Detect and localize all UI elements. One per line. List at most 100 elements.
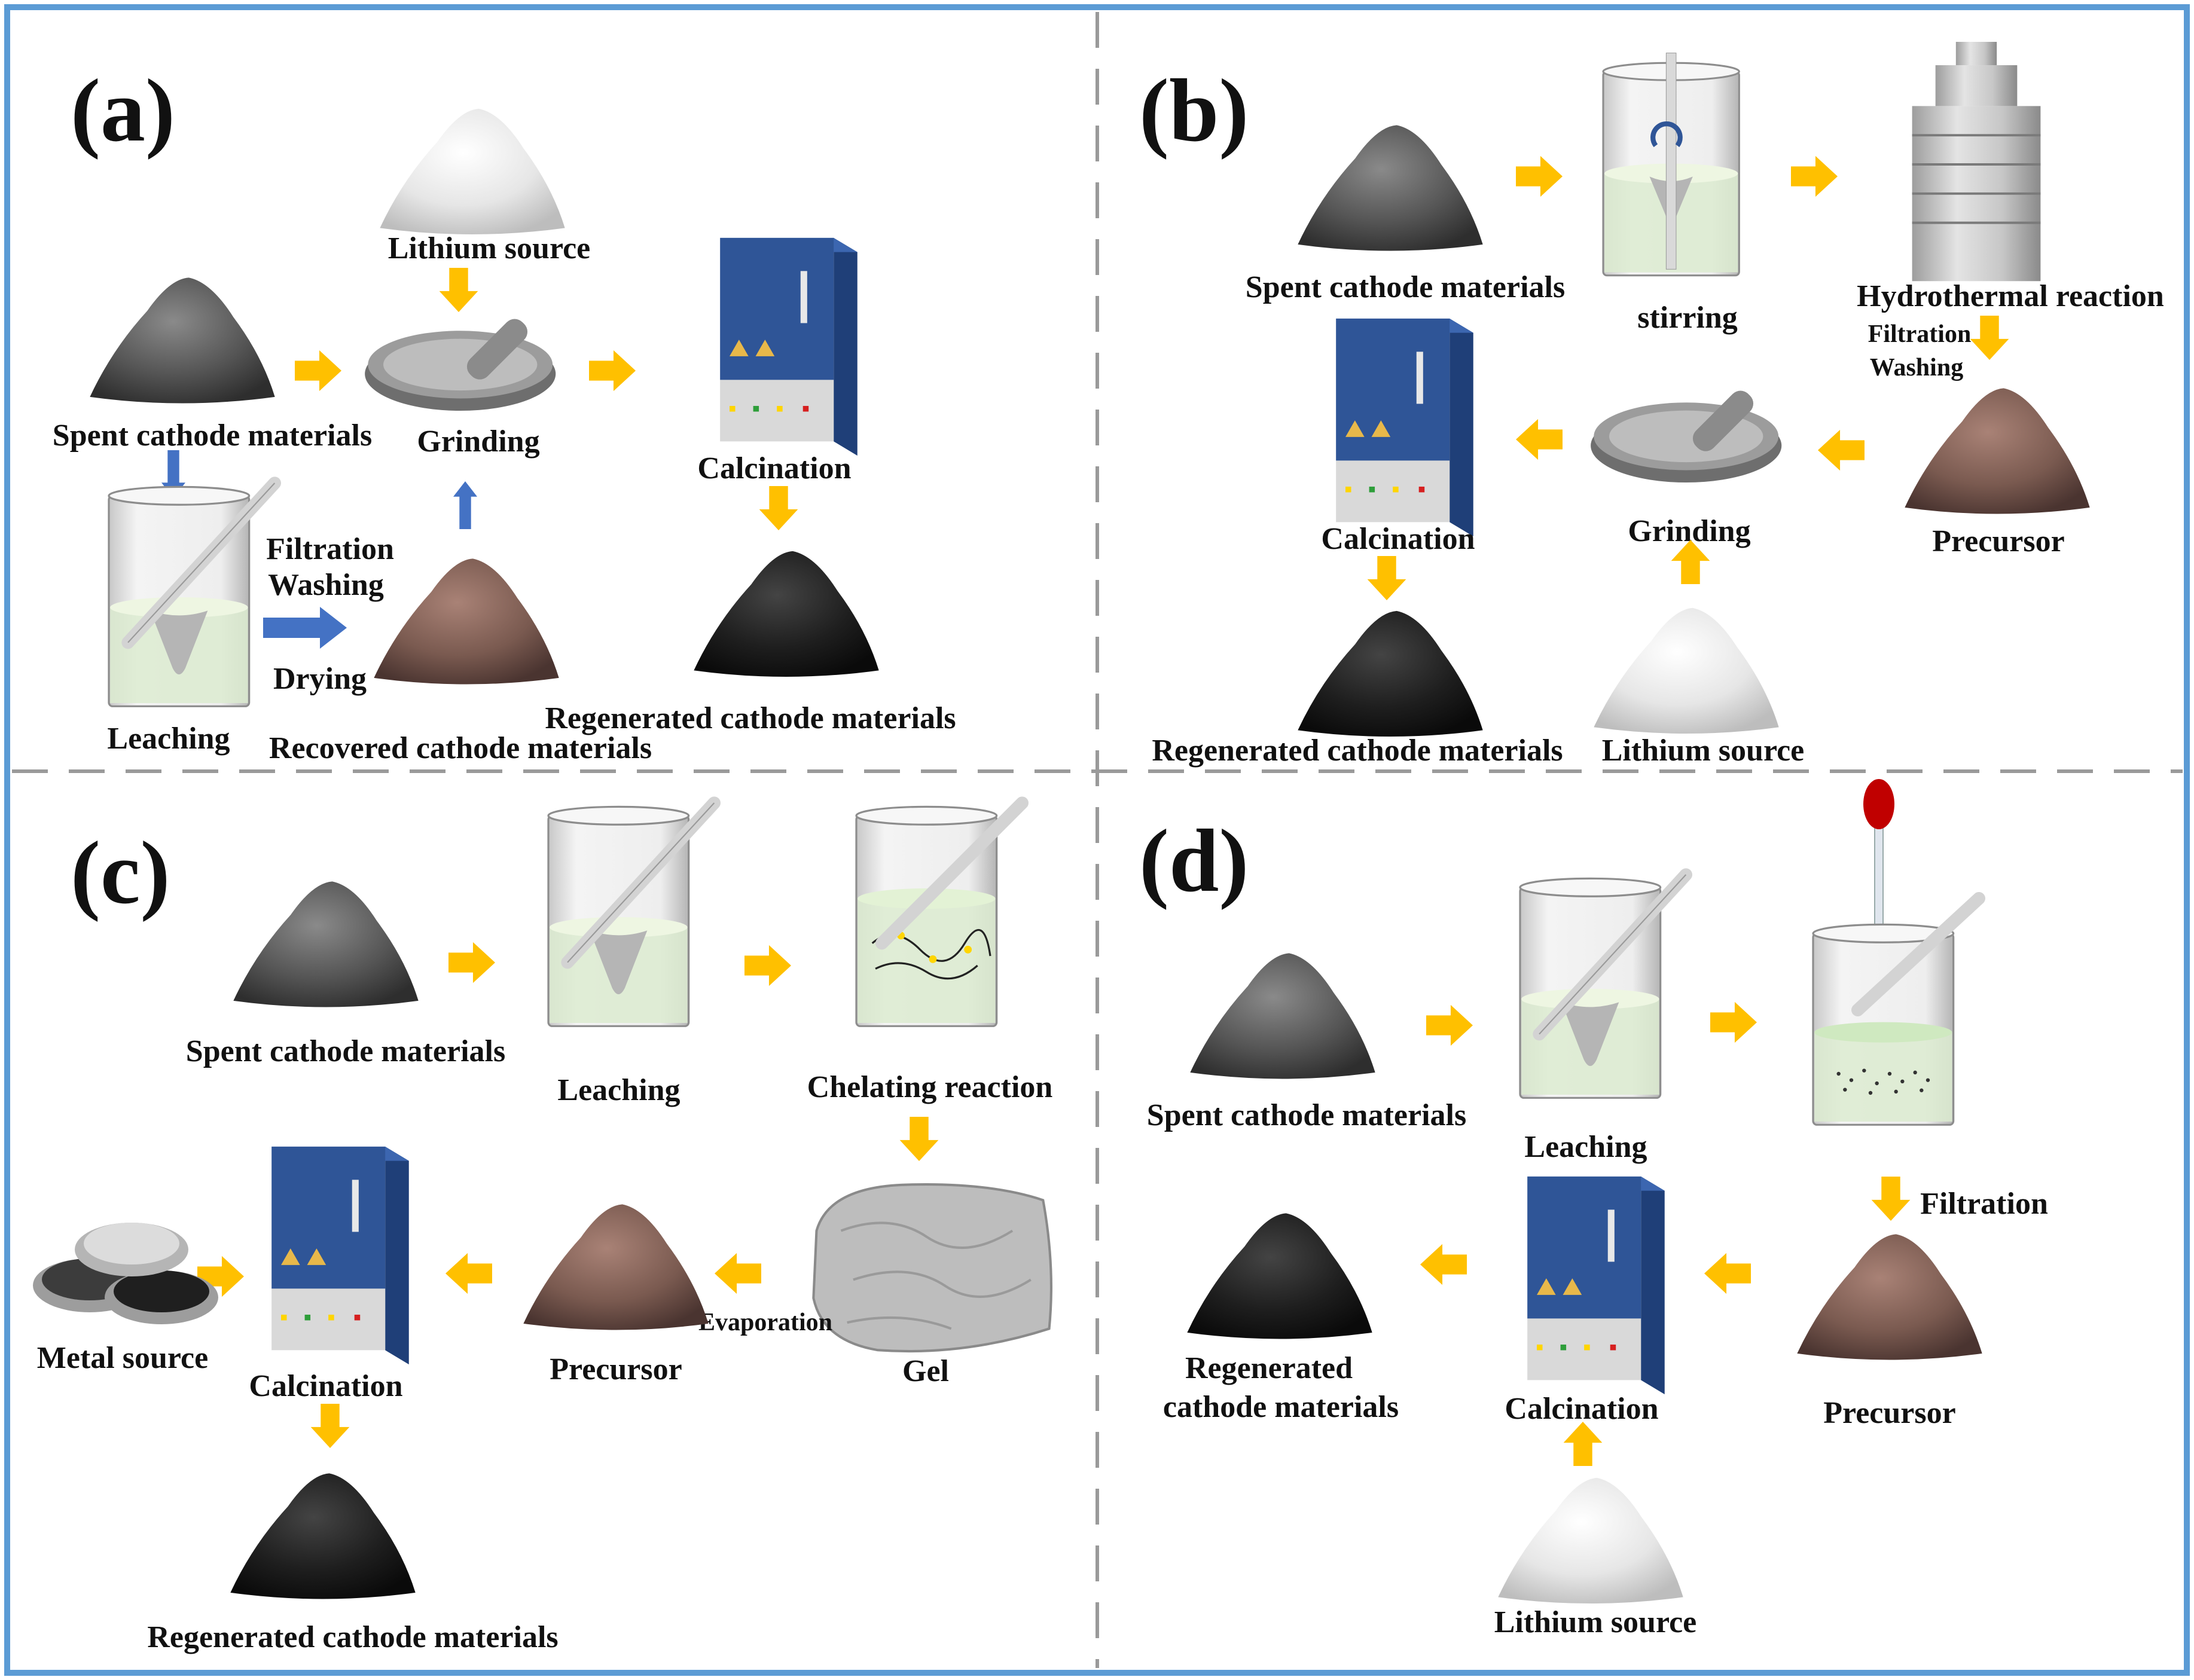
regenerated-label-line2: cathode materials bbox=[1163, 1390, 1399, 1424]
hydrothermal-reactor bbox=[1912, 42, 2041, 281]
metal-source-label: Metal source bbox=[37, 1341, 208, 1375]
precursor-pile bbox=[523, 1204, 709, 1330]
arrow-precursor-to-calcination bbox=[445, 1253, 492, 1294]
precursor-pile bbox=[1905, 388, 2090, 514]
precursor-label: Precursor bbox=[1823, 1396, 1955, 1430]
regenerated-label-line1: Regenerated bbox=[1185, 1351, 1353, 1385]
calcination-furnace bbox=[271, 1146, 409, 1365]
hydrothermal-label: Hydrothermal reaction bbox=[1857, 279, 2164, 313]
panel-b-letter: (b) bbox=[1139, 61, 1249, 160]
leaching-label: Leaching bbox=[1524, 1130, 1647, 1164]
spent-cathode-pile bbox=[1298, 125, 1483, 251]
calcination-furnace bbox=[1527, 1176, 1665, 1395]
recovered-cathode-label: Recovered cathode materials bbox=[269, 731, 652, 765]
precursor-label: Precursor bbox=[550, 1352, 682, 1386]
arrow-grinding-to-calcination bbox=[589, 350, 636, 392]
regenerated-cathode-pile bbox=[1298, 610, 1483, 737]
arrow-lithium-to-calcination bbox=[1563, 1422, 1603, 1466]
chelating-label: Chelating reaction bbox=[807, 1070, 1053, 1104]
arrow-beaker-to-precursor bbox=[1871, 1177, 1911, 1221]
stirring-label: stirring bbox=[1637, 301, 1738, 335]
gel-label: Gel bbox=[902, 1354, 949, 1388]
arrow-precursor-to-grinding bbox=[1818, 429, 1865, 471]
arrow-recovered-to-grinding bbox=[453, 481, 477, 529]
filtration-label: Filtration bbox=[266, 532, 394, 566]
spent-cathode-label: Spent cathode materials bbox=[186, 1034, 505, 1068]
arrow-stirring-to-reactor bbox=[1791, 155, 1838, 197]
filtration-label: Filtration bbox=[1868, 320, 1972, 348]
lithium-source-label: Lithium source bbox=[1602, 734, 1805, 768]
spent-cathode-pile bbox=[233, 881, 419, 1007]
arrow-lithium-to-grinding bbox=[439, 268, 478, 312]
arrow-reactor-to-precursor bbox=[1970, 316, 2009, 360]
spent-cathode-pile bbox=[1190, 953, 1375, 1079]
filtration-beaker bbox=[1813, 899, 1979, 1125]
arrow-leaching-to-chelating bbox=[744, 945, 791, 986]
spent-cathode-label: Spent cathode materials bbox=[1147, 1098, 1466, 1132]
calcination-label: Calcination bbox=[249, 1369, 402, 1403]
leaching-beaker bbox=[548, 803, 714, 1026]
filtration-label: Filtration bbox=[1920, 1187, 2048, 1221]
calcination-furnace bbox=[1336, 318, 1473, 537]
spent-cathode-label: Spent cathode materials bbox=[53, 419, 372, 453]
calcination-label: Calcination bbox=[697, 451, 851, 485]
stirring-beaker bbox=[1603, 53, 1739, 276]
lithium-source-pile bbox=[380, 108, 565, 234]
leaching-beaker bbox=[109, 483, 274, 706]
arrow-grinding-to-calcination bbox=[1516, 419, 1563, 460]
arrow-leaching-to-recovered bbox=[263, 607, 347, 649]
arrow-spent-to-leaching bbox=[1426, 1004, 1473, 1046]
arrow-calcination-to-regenerated bbox=[1367, 556, 1406, 600]
spent-cathode-pile bbox=[90, 277, 275, 404]
gel-block bbox=[813, 1184, 1051, 1351]
panel-c: (c) Spent cathode materials Leaching Che… bbox=[33, 803, 1052, 1654]
arrow-calcination-to-regenerated bbox=[310, 1404, 350, 1448]
spent-cathode-label: Spent cathode materials bbox=[1246, 270, 1565, 304]
regenerated-cathode-pile bbox=[1187, 1213, 1372, 1339]
outer-border bbox=[4, 4, 2190, 1676]
drying-label: Drying bbox=[273, 662, 367, 696]
arrow-calcination-to-regenerated bbox=[759, 486, 798, 530]
regenerated-cathode-label: Regenerated cathode materials bbox=[147, 1620, 558, 1654]
leaching-label: Leaching bbox=[107, 722, 230, 756]
arrow-spent-to-stirring bbox=[1516, 155, 1563, 197]
lithium-source-label: Lithium source bbox=[1494, 1605, 1697, 1639]
calcination-label: Calcination bbox=[1321, 522, 1475, 556]
precursor-label: Precursor bbox=[1932, 524, 2064, 558]
regenerated-cathode-pile bbox=[694, 551, 879, 677]
mortar-grinding bbox=[365, 314, 556, 411]
calcination-label: Calcination bbox=[1505, 1392, 1658, 1426]
lithium-source-label: Lithium source bbox=[388, 231, 591, 265]
lithium-source-pile bbox=[1498, 1477, 1683, 1603]
recovered-cathode-pile bbox=[374, 558, 559, 685]
metal-source-dishes bbox=[33, 1223, 218, 1324]
washing-label: Washing bbox=[1870, 354, 1963, 381]
arrow-gel-to-precursor bbox=[715, 1253, 761, 1294]
arrow-leaching-to-filtration bbox=[1710, 1001, 1757, 1043]
leaching-label: Leaching bbox=[557, 1073, 680, 1107]
arrow-spent-to-grinding bbox=[295, 350, 341, 392]
leaching-beaker bbox=[1520, 875, 1686, 1098]
panel-b: (b) Spent cathode materials stirring Hyd… bbox=[1139, 42, 2164, 768]
arrow-spent-to-leaching bbox=[448, 942, 495, 983]
regenerated-cathode-label: Regenerated cathode materials bbox=[545, 701, 956, 735]
panel-a: (a) Lithium source Spent cathode materia… bbox=[53, 61, 956, 765]
lithium-source-pile bbox=[1594, 607, 1779, 734]
panel-d: (d) Spent cathode materials Leaching Fil… bbox=[1139, 779, 2048, 1639]
regenerated-cathode-pile bbox=[230, 1473, 416, 1599]
washing-label: Washing bbox=[268, 568, 384, 602]
chelating-beaker bbox=[856, 803, 1022, 1026]
regenerated-cathode-label: Regenerated cathode materials bbox=[1152, 734, 1563, 768]
panel-a-letter: (a) bbox=[71, 61, 175, 160]
precursor-pile bbox=[1797, 1234, 1982, 1360]
arrow-calcination-to-regenerated bbox=[1420, 1244, 1467, 1285]
calcination-furnace bbox=[720, 237, 858, 456]
evaporation-label: Evaporation bbox=[698, 1309, 832, 1336]
grinding-label: Grinding bbox=[417, 424, 539, 459]
panel-d-letter: (d) bbox=[1139, 811, 1249, 911]
arrow-precursor-to-calcination bbox=[1704, 1253, 1751, 1294]
mortar-grinding bbox=[1591, 386, 1782, 483]
panel-c-letter: (c) bbox=[71, 823, 170, 923]
arrow-chelating-to-gel bbox=[899, 1117, 939, 1161]
